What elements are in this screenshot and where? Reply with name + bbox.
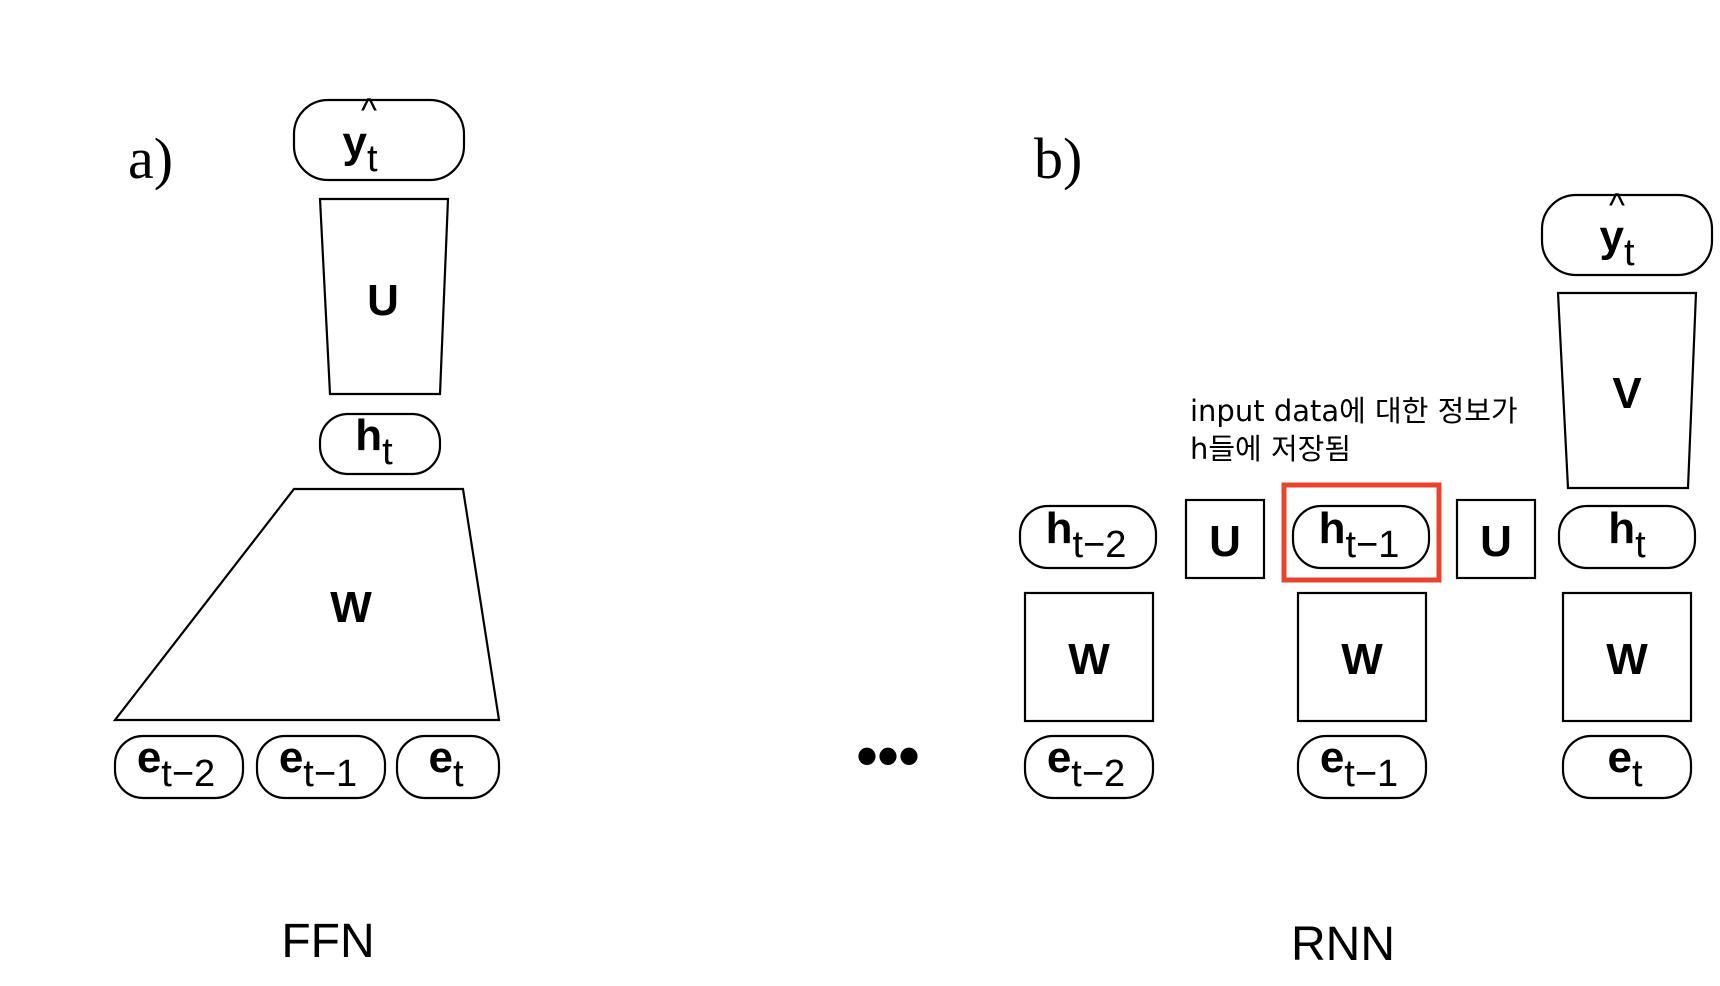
ellipsis: ••• (856, 722, 919, 789)
ffn-input-label: et−2 (137, 733, 215, 795)
rnn-matrix-w: W (1296, 591, 1428, 723)
ffn-input-node: et (395, 733, 501, 800)
rnn-matrix-w-label: W (1606, 635, 1648, 684)
rnn-recurrent-u: U (1455, 498, 1537, 580)
rnn-output-label: yt (1599, 212, 1634, 274)
ffn-input-node: et−1 (255, 733, 387, 800)
ffn-hidden-label: ht (355, 411, 393, 473)
note-line-2: h들에 저장됨 (1190, 432, 1351, 466)
ffn-matrix-w-label: W (330, 583, 372, 632)
ffn-matrix-u-label: U (367, 276, 399, 325)
rnn-hidden-label: ht−1 (1319, 504, 1400, 566)
rnn-matrix-w-label: W (1341, 635, 1383, 684)
rnn-matrix-w: W (1023, 591, 1155, 723)
note-line-1: input data에 대한 정보가 (1190, 394, 1518, 428)
rnn-input-label: et−2 (1047, 733, 1125, 795)
rnn-caption: RNN (1291, 918, 1395, 971)
rnn-input-node: et−2 (1023, 733, 1155, 800)
panel-b: b) ••• input data에 대한 정보가 h들에 저장됨 ^ yt V… (856, 126, 1714, 971)
rnn-matrix-v-label: V (1612, 369, 1642, 418)
rnn-input-label: et−1 (1320, 733, 1398, 795)
panel-a: a) ^ yt U ht W (112, 92, 501, 968)
panel-a-letter: a) (128, 126, 173, 191)
ffn-output-label: yt (342, 118, 377, 180)
rnn-matrix-w-label: W (1068, 635, 1110, 684)
rnn-input-node: et−1 (1296, 733, 1428, 800)
ffn-output-hat: ^ (361, 92, 377, 130)
ffn-input-label: et (428, 733, 463, 795)
rnn-output-hat: ^ (1609, 187, 1625, 225)
ffn-input-label: et−1 (279, 733, 357, 795)
rnn-hidden-label: ht (1608, 504, 1646, 566)
ffn-matrix-w: W (112, 487, 501, 722)
rnn-recurrent-u-label: U (1209, 517, 1241, 566)
rnn-recurrent-u: U (1184, 498, 1266, 580)
ffn-input-node: et−2 (113, 733, 245, 800)
ffn-hidden-node: ht (318, 411, 442, 476)
rnn-recurrent-u-label: U (1480, 517, 1512, 566)
highlight-box (1281, 482, 1442, 583)
rnn-matrix-w: W (1561, 591, 1693, 723)
rnn-matrix-v: V (1556, 291, 1698, 490)
rnn-input-node: et (1561, 733, 1693, 800)
rnn-hidden-node: ht−2 (1018, 504, 1158, 570)
ffn-matrix-u: U (318, 197, 450, 396)
rnn-output-node: ^ yt (1540, 187, 1714, 277)
rnn-input-label: et (1607, 733, 1642, 795)
rnn-hidden-node: ht−1 (1291, 504, 1431, 570)
ffn-caption: FFN (281, 915, 374, 968)
rnn-hidden-label: ht−2 (1046, 504, 1127, 566)
panel-b-letter: b) (1034, 126, 1082, 191)
rnn-hidden-node: ht (1557, 504, 1697, 570)
ffn-output-node: ^ yt (292, 92, 466, 182)
